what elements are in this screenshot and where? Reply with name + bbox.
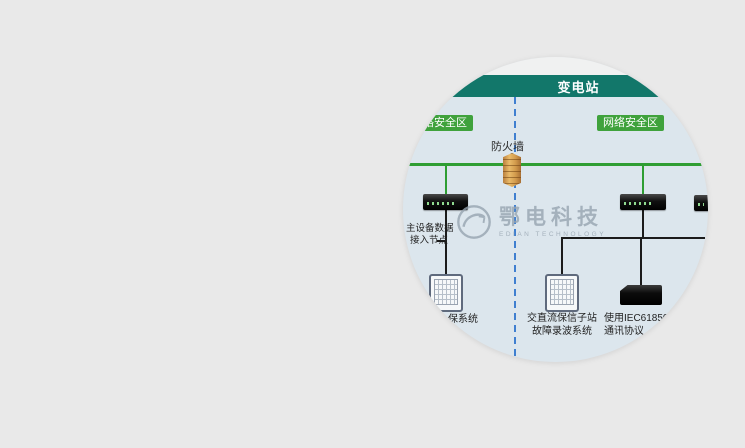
caption-left-system: 保系统 <box>448 314 478 325</box>
circle-top-strip <box>403 57 708 75</box>
diagram-circle: 变电站 网络安全区 网络安全区 防火墙 主设备数据 接入节点 保系统 交直流保信… <box>403 57 708 362</box>
zone-right-text: 网络安全区 <box>603 117 658 129</box>
link-stub-left <box>437 240 447 242</box>
caption-right-line2: 通讯协议 <box>604 326 644 337</box>
substation-header: 变电站 <box>403 75 708 97</box>
zone-label-left: 网络安全区 <box>403 115 473 131</box>
caption-middle-line1: 交直流保信子站 <box>527 313 597 324</box>
zone-left-text: 网络安全区 <box>412 117 467 129</box>
caption-right-line1: 使用IEC61850 <box>604 313 669 324</box>
switch-icon-clipped-edge <box>694 195 708 211</box>
bus-drop-right <box>642 165 644 195</box>
link-line-left <box>445 210 447 276</box>
data-node-label: 主设备数据 接入节点 <box>406 223 454 247</box>
zone-label-right: 网络安全区 <box>597 115 664 131</box>
substation-title: 变电站 <box>557 79 600 95</box>
switch-icon-left <box>423 194 468 210</box>
panel-grid-left <box>434 279 458 305</box>
gateway-icon <box>620 285 662 305</box>
network-bus-line <box>403 163 708 166</box>
data-node-label-line1: 主设备数据 <box>406 223 454 234</box>
security-boundary-dashed-line <box>514 97 516 359</box>
panel-grid-middle <box>550 279 574 305</box>
watermark: 鄂电科技 EDIAN TECHNOLOGY <box>455 203 606 241</box>
caption-middle-line2: 故障录波系统 <box>532 326 592 337</box>
protection-panel-icon-middle <box>545 274 579 312</box>
data-node-label-line2: 接入节点 <box>410 235 449 246</box>
link-line-right-switch <box>642 210 644 238</box>
bus-drop-left <box>445 165 447 195</box>
firewall-icon <box>503 153 521 187</box>
switch-icon-right <box>620 194 666 210</box>
link-drop-gateway <box>640 237 642 285</box>
firewall-label: 防火墙 <box>491 141 524 153</box>
link-line-right-horizontal <box>561 237 705 239</box>
link-drop-middle-panel <box>561 237 563 276</box>
caption-right-protocol: 使用IEC61850 通讯协议 <box>604 312 668 338</box>
caption-middle-system: 交直流保信子站 故障录波系统 <box>527 312 597 338</box>
protection-panel-icon-left <box>429 274 463 312</box>
